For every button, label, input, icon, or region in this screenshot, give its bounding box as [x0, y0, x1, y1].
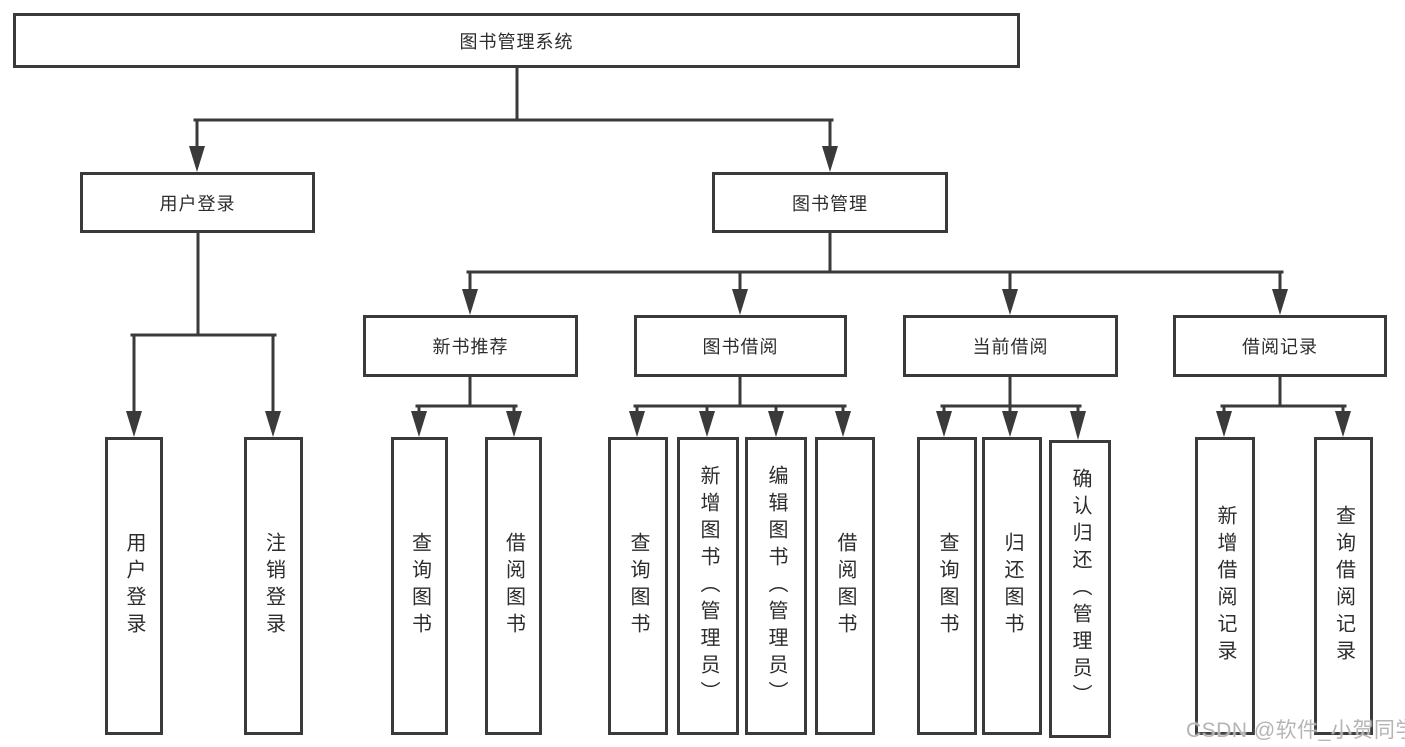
connector-borrow-records-to-leaves — [1216, 375, 1351, 437]
leaf-user-login: 用户登录 — [105, 437, 163, 735]
node-borrowing-records-label: 借阅记录 — [1242, 337, 1318, 357]
leaf-query-borrow-record: 查询借阅记录 — [1314, 437, 1373, 735]
node-new-book-recommend: 新书推荐 — [363, 315, 578, 377]
leaf-logout-label: 注销登录 — [262, 532, 285, 640]
connector-user-login-to-leaves — [126, 231, 281, 437]
leaf-add-borrow-record: 新增借阅记录 — [1195, 437, 1255, 735]
connector-root-to-level2 — [189, 66, 838, 172]
leaf-borrow-books-recommend: 借阅图书 — [485, 437, 542, 735]
leaf-query-books-borrowing-label: 查询图书 — [627, 532, 649, 640]
leaf-add-books-admin: 新增图书（管理员） — [677, 437, 739, 735]
connector-current-borrow-to-leaves — [936, 375, 1086, 440]
node-root-system: 图书管理系统 — [13, 13, 1020, 68]
csdn-watermark: CSDN @软件_小贺同学 — [1186, 719, 1405, 742]
node-current-borrowing-label: 当前借阅 — [972, 337, 1049, 357]
node-book-management-label: 图书管理 — [792, 193, 868, 214]
leaf-query-books-recommend-label: 查询图书 — [408, 532, 431, 640]
leaf-query-borrow-record-label: 查询借阅记录 — [1332, 505, 1355, 667]
node-user-login: 用户登录 — [80, 172, 315, 233]
leaf-borrow-books-borrowing: 借阅图书 — [815, 437, 875, 735]
leaf-edit-books-admin-label: 编辑图书（管理员） — [765, 464, 787, 708]
leaf-add-books-admin-label: 新增图书（管理员） — [697, 464, 719, 708]
node-book-borrowing-label: 图书借阅 — [702, 337, 779, 357]
node-book-borrowing: 图书借阅 — [634, 315, 847, 377]
leaf-confirm-return-admin: 确认归还（管理员） — [1049, 440, 1111, 738]
leaf-user-login-label: 用户登录 — [123, 532, 145, 640]
leaf-logout: 注销登录 — [244, 437, 303, 735]
leaf-query-books-current-label: 查询图书 — [936, 532, 958, 640]
leaf-query-books-borrowing: 查询图书 — [608, 437, 668, 735]
node-new-book-recommend-label: 新书推荐 — [432, 337, 509, 357]
leaf-query-books-recommend: 查询图书 — [391, 437, 448, 735]
leaf-edit-books-admin: 编辑图书（管理员） — [745, 437, 807, 735]
node-current-borrowing: 当前借阅 — [903, 315, 1118, 377]
connector-new-book-rec-to-leaves — [411, 375, 522, 437]
connector-book-mgmt-to-level3 — [462, 231, 1288, 315]
leaf-borrow-books-recommend-label: 借阅图书 — [502, 532, 525, 640]
leaf-return-books-label: 归还图书 — [1001, 532, 1023, 640]
node-borrowing-records: 借阅记录 — [1173, 315, 1387, 377]
leaf-borrow-books-borrowing-label: 借阅图书 — [834, 532, 856, 640]
node-user-login-label: 用户登录 — [159, 193, 236, 214]
leaf-query-books-current: 查询图书 — [917, 437, 977, 735]
leaf-add-borrow-record-label: 新增借阅记录 — [1214, 505, 1236, 667]
leaf-return-books: 归还图书 — [982, 437, 1042, 735]
leaf-confirm-return-admin-label: 确认归还（管理员） — [1069, 467, 1091, 711]
connector-book-borrow-to-leaves — [629, 375, 851, 437]
node-book-management: 图书管理 — [712, 172, 948, 233]
node-root-system-label: 图书管理系统 — [459, 31, 574, 52]
